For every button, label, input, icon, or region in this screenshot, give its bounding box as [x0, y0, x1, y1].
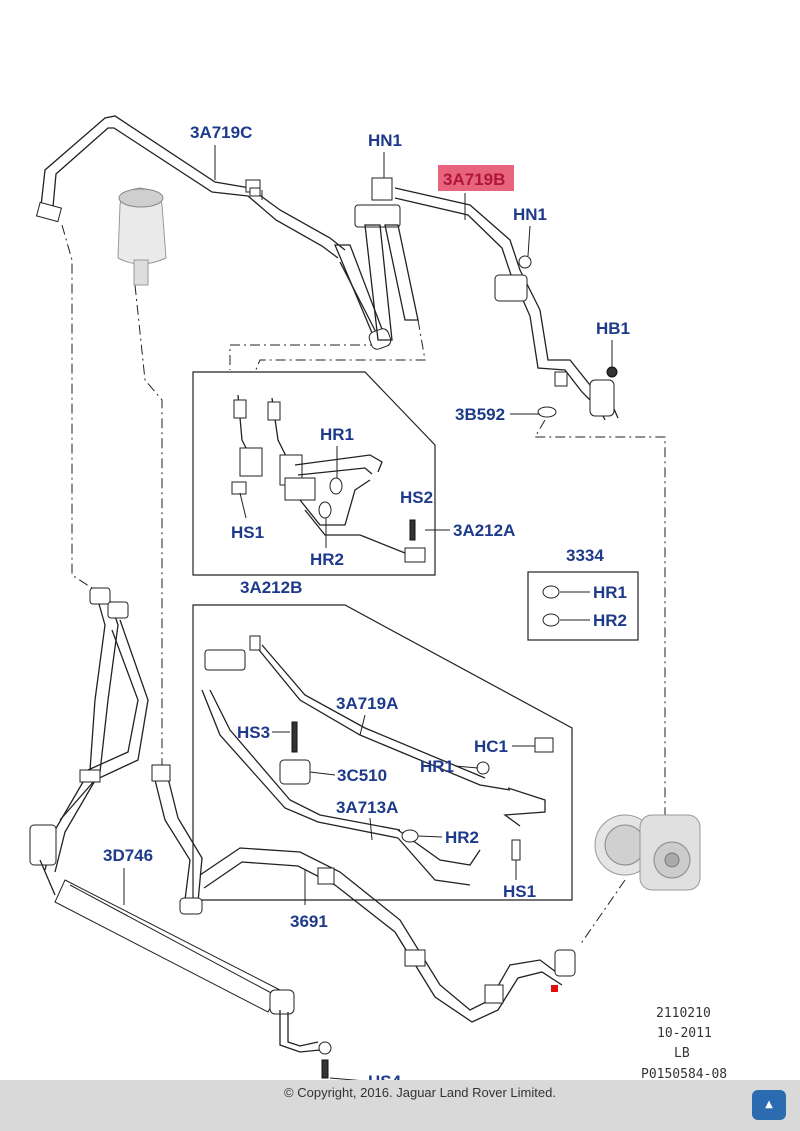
kit-box-3334 — [527, 571, 639, 641]
label-hr2-kit: HR2 — [593, 611, 627, 630]
label-3691: 3691 — [290, 912, 328, 931]
label-hr2-top: HR2 — [310, 550, 344, 569]
hose-3a719c — [35, 115, 392, 350]
label-hs2: HS2 — [400, 488, 433, 507]
hose-3691 — [151, 764, 576, 1023]
label-hs3: HS3 — [237, 723, 270, 742]
label-hr1-kit: HR1 — [593, 583, 627, 602]
label-3d746: 3D746 — [103, 846, 153, 865]
highlight-box — [438, 165, 514, 191]
logo-icon[interactable]: ▲ — [752, 1090, 786, 1120]
label-3b592: 3B592 — [455, 405, 505, 424]
label-hr1-top: HR1 — [320, 425, 354, 444]
meta-date: 10-2011 — [657, 1026, 712, 1041]
label-hb1: HB1 — [596, 319, 630, 338]
detail-box-3a212a — [192, 371, 436, 576]
label-hr2-low: HR2 — [445, 828, 479, 847]
label-hc1: HC1 — [474, 737, 508, 756]
hose-3a719b — [354, 177, 619, 421]
label-hs1-top: HS1 — [231, 523, 264, 542]
connection-lines — [61, 190, 666, 946]
label-3a212a: 3A212A — [453, 521, 515, 540]
label-hr1-low: HR1 — [420, 757, 454, 776]
meta-lb: LB — [674, 1046, 690, 1061]
footer-bar — [0, 1080, 800, 1131]
meta-code: 2110210 — [656, 1006, 711, 1021]
copyright-text: © Copyright, 2016. Jaguar Land Rover Lim… — [284, 1085, 556, 1100]
label-3a719c: 3A719C — [190, 123, 252, 142]
cooler-3d746 — [29, 587, 332, 1079]
pump-icon — [594, 814, 701, 891]
detail-box-3a212b — [192, 604, 573, 901]
label-hs1-low: HS1 — [503, 882, 536, 901]
label-hn1-a: HN1 — [368, 131, 402, 150]
label-3a719b[interactable]: 3A719B — [443, 170, 505, 189]
label-3c510: 3C510 — [337, 766, 387, 785]
label-3334: 3334 — [566, 546, 604, 565]
reservoir-icon — [117, 187, 167, 286]
label-3a719a: 3A719A — [336, 694, 398, 713]
label-hn1-b: HN1 — [513, 205, 547, 224]
meta-ref: P0150584-08 — [641, 1067, 727, 1082]
label-3a212b: 3A212B — [240, 578, 302, 597]
label-3a713a: 3A713A — [336, 798, 398, 817]
